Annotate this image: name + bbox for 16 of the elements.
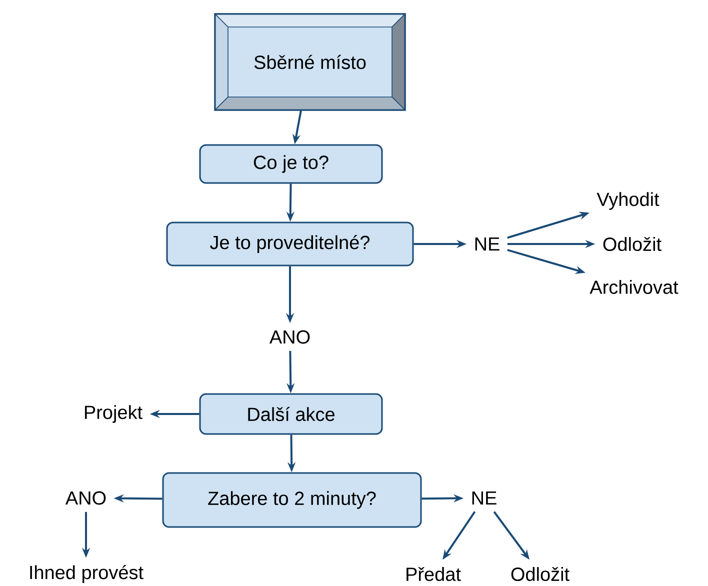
flow-label: ANO bbox=[65, 491, 106, 505]
flow-label: Archivovat bbox=[590, 280, 678, 294]
flow-label: Projekt bbox=[85, 405, 142, 423]
flow-label: NE bbox=[475, 237, 500, 251]
flow-label: NE bbox=[472, 491, 496, 505]
flow-label: Odložit bbox=[511, 567, 570, 581]
flow-label: Vyhodit bbox=[596, 192, 660, 210]
flow-label: Odložit bbox=[603, 236, 662, 251]
process-box: Další akce bbox=[199, 393, 383, 435]
process-box: Co je to? bbox=[199, 144, 383, 184]
flow-label: Předat bbox=[406, 567, 461, 581]
process-box: Sběrné místo bbox=[214, 13, 406, 111]
flow-label: ANO bbox=[269, 330, 310, 344]
process-box: Je to proveditelné? bbox=[166, 222, 414, 266]
process-box: Zabere to 2 minuty? bbox=[162, 472, 422, 528]
flow-label: Ihned provést bbox=[30, 565, 144, 583]
